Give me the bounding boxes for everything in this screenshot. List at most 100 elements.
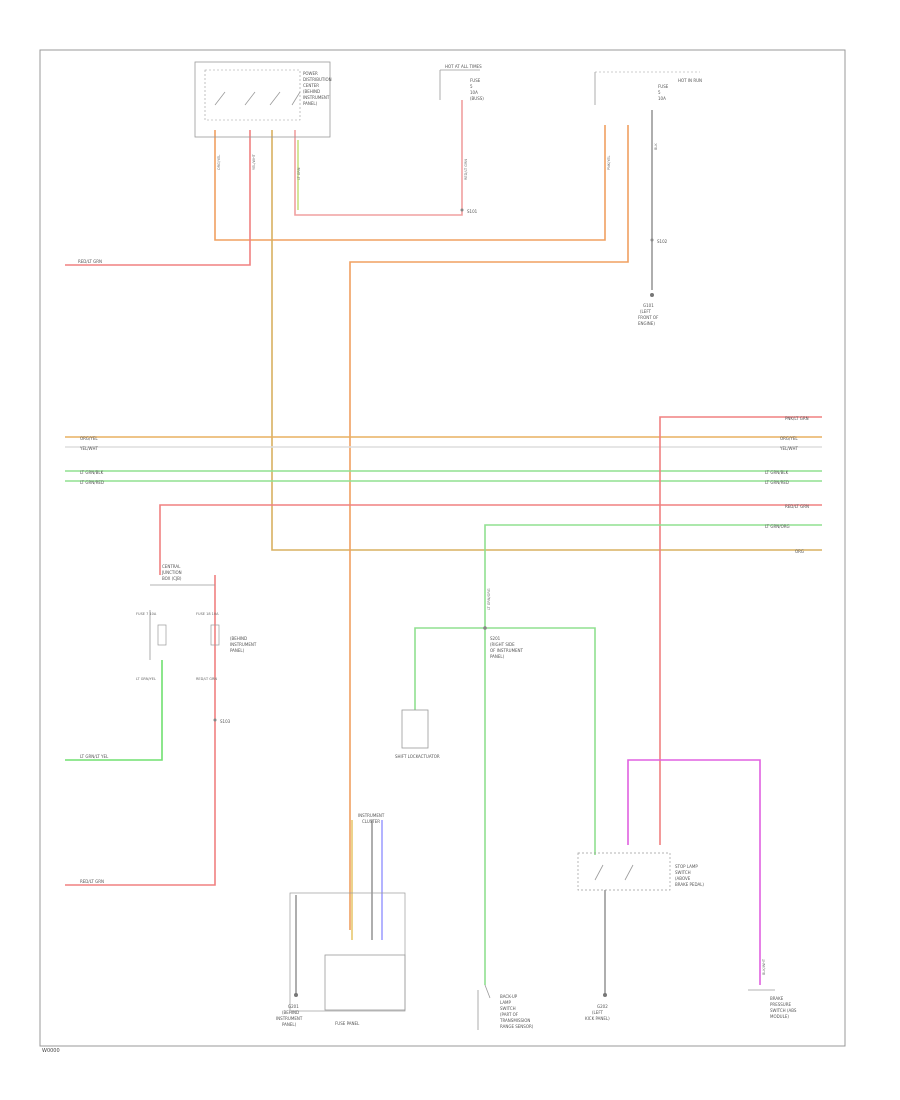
shift-lock-label-1: SHIFT LOCK — [395, 754, 419, 759]
relay-left-fuse-label-1: FUSE 7 10A — [136, 612, 157, 616]
fuse-top-right-label-1: FUSE — [658, 84, 669, 89]
fuse-panel-box — [324, 954, 406, 1011]
bus-labels-right: ORG/YEL YEL/WHT LT GRN/BLK LT GRN/RED PN… — [765, 416, 809, 554]
brake-pressure-switch: BRAKE PRESSURE SWITCH (ABS MODULE) — [748, 989, 797, 1019]
relay-left-label-6: PANEL) — [230, 648, 245, 653]
relay-left-label-1: CENTRAL — [162, 564, 181, 569]
wire-red-left-top — [65, 130, 251, 266]
bus-right-label-5: PNK/LT GRN — [785, 416, 809, 421]
wire-orange-top — [214, 125, 606, 241]
relay-block-top-label-4: (BEHIND — [303, 89, 320, 94]
ground-top-right-label-4: ENGINE) — [638, 321, 655, 326]
fuse-panel-label: FUSE PANEL — [335, 1021, 360, 1026]
relay-block-top-label-2: DISTRIBUTION — [303, 77, 332, 82]
bus-right-label-7: LT GRN/ORG — [765, 524, 790, 529]
mid-splice-dot — [483, 626, 487, 630]
fuse-top-mid-label-4: (BUSS) — [470, 96, 484, 101]
brake-pressure-label-2: PRESSURE — [770, 1002, 792, 1007]
bus-right-label-1: ORG/YEL — [780, 436, 798, 441]
backup-lamp-label-4: (PART OF — [500, 1012, 519, 1017]
bus-right-label-6: RED/LT GRN — [785, 504, 809, 509]
ground-bottom-right-icon — [603, 993, 607, 997]
ground-top-right-label-3: FRONT OF — [638, 315, 659, 320]
footer-code: W0000 — [42, 1048, 60, 1054]
relay-block-top-label-5: INSTRUMENT — [303, 95, 330, 100]
wire-orange-long — [349, 125, 629, 930]
stop-lamp-contact-1 — [594, 864, 604, 881]
ground-bottom-right-label-2: (LEFT — [592, 1010, 604, 1015]
ground-top-right: G101 (LEFT FRONT OF ENGINE) — [638, 293, 659, 326]
left-wire-label-2: LT GRN/LT YEL — [80, 754, 109, 759]
relay-left-fuse-label-2: FUSE 18 10A — [196, 612, 219, 616]
wires — [65, 100, 822, 995]
mid-splice-label-1: S201 — [490, 636, 501, 641]
relay-block-top-label-3: CENTER — [303, 83, 319, 88]
mid-splice-label-3: OF INSTRUMENT — [490, 648, 524, 653]
stop-lamp-label-4: BRAKE PEDAL) — [675, 882, 704, 887]
stop-lamp-label-3: (ABOVE — [675, 876, 691, 881]
backup-lamp-label-2: LAMP — [500, 1000, 512, 1005]
relay-left: CENTRAL JUNCTION BOX (CJB) (BEHIND INSTR… — [136, 564, 257, 724]
splice-top-mid-dot — [460, 208, 464, 212]
bus-left-label-2: YEL/WHT — [79, 446, 99, 451]
wire-pink-top — [294, 100, 463, 216]
ground-bottom-right-label-3: KICK PANEL) — [585, 1016, 610, 1021]
ground-bottom-left-icon — [294, 993, 298, 997]
backup-lamp-switch-contact — [484, 984, 491, 999]
relay-contact-2 — [244, 91, 256, 106]
wire-tag-8: BLK/WHT — [762, 958, 766, 975]
wire-tags: ORG/YEL YEL/WHT LT GRN RED/LT GRN PNK/YE… — [217, 143, 766, 975]
wire-green-shift-lock — [414, 627, 485, 710]
ground-bottom-left-label-2: (BEHIND — [282, 1010, 299, 1015]
bus-left-label-3: LT GRN/BLK — [80, 470, 104, 475]
wire-red-bus — [159, 504, 822, 575]
ground-bottom-left-label-1: G201 — [288, 1004, 299, 1009]
fuse-top-mid-header: HOT AT ALL TIMES — [445, 64, 482, 69]
fuse-top-mid-label-1: FUSE — [470, 78, 481, 83]
brake-pressure-label-4: MODULE) — [770, 1014, 789, 1019]
ground-bottom-right-label-1: G202 — [597, 1004, 608, 1009]
backup-lamp-label-5: TRANSMISSION — [499, 1018, 530, 1023]
shift-lock-label-2: ACTUATOR — [418, 754, 440, 759]
relay-left-label-3: BOX (CJB) — [162, 576, 182, 581]
relay-left-label-4: (BEHIND — [230, 636, 247, 641]
backup-lamp-label-1: BACK-UP — [500, 994, 518, 999]
wire-tag-2: YEL/WHT — [252, 153, 256, 170]
wire-tag-3: LT GRN — [297, 167, 301, 180]
backup-lamp-label-6: RANGE SENSOR) — [500, 1024, 534, 1029]
relay-left-label-5: INSTRUMENT — [230, 642, 257, 647]
relay-contact-1 — [214, 91, 226, 106]
backup-lamp-label-3: SWITCH — [500, 1006, 516, 1011]
wire-tan-vertical — [271, 130, 822, 551]
bus-right-label-4: LT GRN/RED — [765, 480, 789, 485]
left-wire-label-1: RED/LT GRN — [78, 259, 102, 264]
relay-contact-3 — [269, 91, 281, 106]
relay-block-top: POWER DISTRIBUTION CENTER (BEHIND INSTRU… — [194, 61, 332, 138]
bus-right-label-3: LT GRN/BLK — [765, 470, 789, 475]
wire-red-relay-left — [65, 575, 216, 886]
relay-block-top-inner — [204, 69, 301, 121]
splice-top-right-dot — [650, 238, 654, 242]
ground-bottom-left: G201 (BEHIND INSTRUMENT PANEL) — [276, 993, 303, 1027]
relay-block-top-label-6: PANEL) — [303, 101, 318, 106]
splice-top-mid-label: S101 — [467, 209, 478, 214]
brake-pressure-label-3: SWITCH (ABS — [770, 1008, 797, 1013]
wire-tag-6: BLK — [654, 143, 658, 150]
wire-pink-right — [627, 759, 761, 985]
wire-green-stop-lamp — [485, 627, 596, 855]
instrument-cluster: INSTRUMENT CLUSTER FUSE PANEL — [289, 813, 406, 1026]
fuse-top-mid-label-3: 10A — [470, 90, 478, 95]
instrument-cluster-label-1: INSTRUMENT — [358, 813, 385, 818]
bus-labels-left: ORG/YEL YEL/WHT LT GRN/BLK LT GRN/RED — [79, 436, 104, 485]
ground-bottom-left-label-4: PANEL) — [282, 1022, 297, 1027]
bus-right-label-2: YEL/WHT — [779, 446, 799, 451]
backup-lamp-switch: BACK-UP LAMP SWITCH (PART OF TRANSMISSIO… — [477, 984, 534, 1030]
wire-red-right-top — [659, 416, 822, 845]
ground-top-right-label-2: (LEFT — [640, 309, 652, 314]
bus-left-label-4: LT GRN/RED — [80, 480, 104, 485]
ground-bottom-right: G202 (LEFT KICK PANEL) — [585, 993, 610, 1021]
relay-block-top-label-1: POWER — [303, 71, 318, 76]
splice-left-dot — [213, 718, 217, 722]
relay-left-label-2: JUNCTION — [161, 570, 182, 575]
relay-left-wire-label-2: RED/LT GRN — [196, 677, 217, 681]
